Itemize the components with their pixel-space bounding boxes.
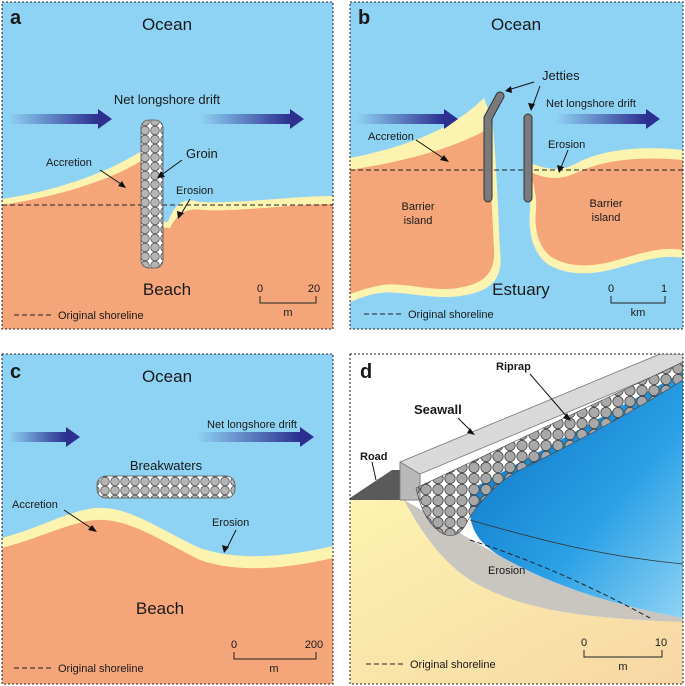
panel-d-border — [349, 353, 684, 685]
jetties-label: Jetties — [542, 68, 580, 83]
legend-label: Original shoreline — [58, 310, 144, 322]
panel-letter: a — [10, 7, 22, 29]
scale-min: 0 — [581, 637, 587, 649]
ocean-label: Ocean — [142, 15, 192, 34]
beach-land — [2, 158, 333, 329]
riprap-label: Riprap — [496, 361, 531, 373]
erosion-label: Erosion — [176, 185, 213, 197]
road — [350, 470, 404, 500]
barrier-island-left — [350, 130, 495, 294]
groin-structure — [140, 119, 164, 269]
road-pointer — [371, 461, 377, 481]
drift-arrow-left — [8, 432, 66, 442]
erosion-label: Erosion — [212, 517, 249, 529]
beach-label: Beach — [143, 280, 191, 299]
scale-min: 0 — [608, 283, 614, 295]
panel-letter: c — [10, 361, 21, 383]
breakwaters-label: Breakwaters — [130, 458, 203, 473]
island-left-label-2: island — [404, 215, 433, 227]
road-label: Road — [360, 451, 388, 463]
scale-min: 0 — [231, 639, 237, 651]
ocean-label: Ocean — [142, 367, 192, 386]
drift-arrow-right — [196, 432, 300, 442]
scale-bar — [610, 296, 666, 304]
beach-label: Beach — [136, 599, 184, 618]
scale-max: 1 — [661, 283, 667, 295]
panel-c-border — [1, 353, 334, 685]
estuary-label: Estuary — [492, 280, 550, 299]
sand-area — [350, 500, 683, 684]
scale-bar — [233, 652, 317, 660]
water-area — [470, 372, 683, 618]
panel-letter: d — [360, 361, 372, 383]
groin-pointer — [159, 159, 183, 177]
drift-arrowhead-right — [300, 427, 314, 447]
erosion-label: Erosion — [488, 565, 525, 577]
scale-unit: m — [618, 661, 627, 673]
erosion-label: Erosion — [548, 139, 585, 151]
panel-b: b Ocean Jetties Net longshore drift Accr… — [350, 2, 683, 329]
island-left-label-1: Barrier — [401, 201, 434, 213]
panel-d: d Riprap Seawall Road Erosion Original s… — [350, 354, 683, 684]
legend-label: Original shoreline — [410, 659, 496, 671]
island-right-label-2: island — [592, 212, 621, 224]
accretion-pointer — [99, 169, 125, 187]
drift-arrowhead-left — [444, 109, 458, 129]
drift-arrowhead-right — [646, 109, 660, 129]
drift-arrow-left — [8, 114, 98, 124]
legend-label: Original shoreline — [408, 309, 494, 321]
panel-a: a Ocean Net longshore drift Groin Accret… — [2, 2, 333, 329]
drift-label: Net longshore drift — [546, 98, 636, 110]
riprap-structure — [415, 361, 683, 536]
groin-label: Groin — [186, 146, 218, 161]
accretion-label: Accretion — [46, 157, 92, 169]
scale-max: 200 — [305, 639, 323, 651]
accretion-pointer — [63, 509, 95, 531]
scale-unit: km — [631, 307, 646, 319]
scale-bar — [259, 296, 317, 304]
panel-c: c Ocean Net longshore drift Breakwaters … — [2, 354, 333, 684]
legend-label: Original shoreline — [58, 663, 144, 675]
scale-bar — [583, 650, 663, 658]
drift-arrow-right — [556, 114, 646, 124]
ocean-label: Ocean — [491, 15, 541, 34]
jetty-pointer-left — [507, 81, 535, 91]
scale-unit: m — [283, 307, 292, 319]
drift-arrow-right — [200, 114, 290, 124]
panel-letter: b — [358, 7, 370, 29]
scale-max: 10 — [655, 637, 667, 649]
accretion-label: Accretion — [12, 499, 58, 511]
eroded-profile-line — [469, 519, 683, 565]
drift-arrowhead-left — [66, 427, 80, 447]
scale-unit: m — [269, 663, 278, 675]
scale-min: 0 — [257, 283, 263, 295]
breakwaters-structure — [96, 475, 236, 499]
jetty-left — [484, 92, 504, 202]
panel-a-border — [1, 1, 334, 330]
drift-label: Net longshore drift — [114, 92, 221, 107]
accretion-label: Accretion — [368, 131, 414, 143]
barrier-island-right — [530, 158, 683, 266]
seawall-label: Seawall — [414, 402, 462, 417]
island-right-label-1: Barrier — [589, 198, 622, 210]
beach-land — [2, 519, 333, 684]
drift-label: Net longshore drift — [207, 419, 297, 431]
accretion-pointer — [415, 139, 447, 161]
drift-arrowhead-right — [290, 109, 304, 129]
original-shoreline-line — [469, 539, 651, 619]
riprap-pointer — [529, 373, 569, 419]
drift-arrowhead-left — [98, 109, 112, 129]
panel-b-border — [349, 1, 684, 330]
drift-arrow-left — [356, 114, 444, 124]
scale-max: 20 — [308, 283, 320, 295]
